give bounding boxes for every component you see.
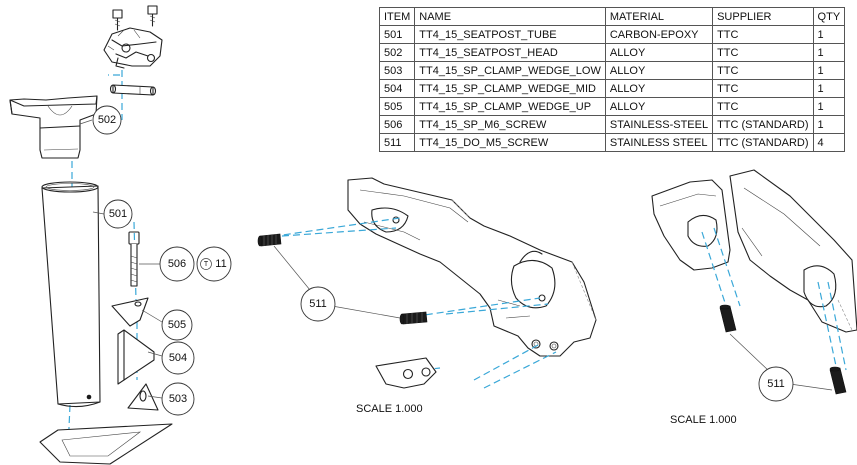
lower-clip-plate <box>39 423 173 465</box>
balloon-502: 502 <box>92 105 122 135</box>
seatpost-head-502 <box>9 95 98 159</box>
balloon-502-label: 502 <box>98 114 116 126</box>
head-clamp-screw-left <box>112 9 123 31</box>
seatpost-exploded-view <box>9 5 173 465</box>
balloon-505: 505 <box>161 309 193 341</box>
clamp-wedge-mid-504 <box>117 329 155 385</box>
m5-screw-511-right-a <box>719 304 737 333</box>
m5-screw-511-upper <box>257 233 282 247</box>
balloon-504-label: 504 <box>169 352 187 364</box>
balloon-504: 504 <box>161 341 195 375</box>
balloon-501: 501 <box>103 199 133 229</box>
clamp-pin <box>109 84 157 96</box>
torque-note: T 11 <box>196 246 232 282</box>
m6-screw-506 <box>128 231 140 287</box>
dropout-view-2 <box>651 169 857 395</box>
seatpost-tube-501 <box>41 181 101 408</box>
balloon-505-label: 505 <box>168 319 186 331</box>
scale-label-view1: SCALE 1.000 <box>356 403 423 415</box>
scale-label-view2: SCALE 1.000 <box>670 414 737 426</box>
balloon-511-view1-label: 511 <box>309 298 327 310</box>
torque-value: 11 <box>215 258 226 270</box>
clamp-wedge-low-503 <box>127 383 159 411</box>
balloon-511-view2: 511 <box>758 366 794 402</box>
m5-screw-511-lower <box>399 311 428 325</box>
balloon-506: 506 <box>159 246 195 282</box>
derailleur-hanger-plate <box>375 357 437 389</box>
clamp-wedge-up-505 <box>111 297 149 327</box>
m5-screw-511-right-b <box>829 366 847 395</box>
torque-icon: T <box>204 261 209 268</box>
saddle-clamp-assembly <box>103 27 163 69</box>
balloon-506-label: 506 <box>168 258 186 270</box>
balloon-501-label: 501 <box>109 208 127 220</box>
balloon-511-view2-label: 511 <box>767 378 785 390</box>
balloon-503-label: 503 <box>169 393 187 405</box>
dropout-view-1 <box>257 177 597 389</box>
head-clamp-screw-right <box>147 5 158 27</box>
balloon-503: 503 <box>161 382 195 416</box>
balloon-511-view1: 511 <box>300 286 336 322</box>
